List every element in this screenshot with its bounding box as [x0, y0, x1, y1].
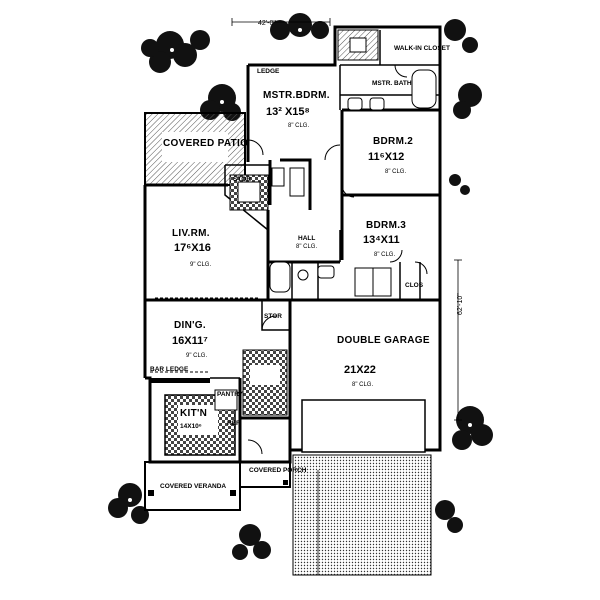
dining-size: 16X11⁷	[172, 335, 208, 347]
master-bedroom-ceiling: 8" CLG.	[288, 123, 309, 129]
bedroom-2-size: 11⁶X12	[368, 151, 404, 163]
closet-doors	[271, 167, 392, 297]
refrigerator-label: REF	[227, 420, 240, 427]
bedroom-3-ceiling: 8" CLG.	[374, 252, 395, 258]
width-dimension: 42'-0"	[258, 20, 276, 27]
depth-dimension: 62'-10"	[457, 293, 464, 315]
bar-ledge-label: BAR LEDGE	[150, 366, 189, 373]
veranda-posts	[148, 480, 288, 496]
dining-name: DIN'G.	[174, 320, 206, 331]
bath-fixtures	[269, 69, 437, 293]
dining-ceiling: 9" CLG.	[186, 353, 207, 359]
fireplace-hearth	[237, 181, 261, 203]
covered-veranda-label: COVERED VERANDA	[160, 483, 226, 490]
garage-door	[301, 399, 426, 453]
storage-1-label: STOR	[233, 176, 251, 183]
walk-in-closet-shelves	[337, 29, 379, 61]
entry-label-bg	[250, 365, 280, 385]
opening-lines	[150, 297, 260, 373]
garage-ceiling: 8" CLG.	[352, 382, 373, 388]
bedroom-2-name: BDRM.2	[373, 136, 413, 147]
covered-patio-label-bg	[162, 132, 228, 162]
kitchen-label-bg	[178, 405, 218, 435]
master-bedroom-size: 13² X15⁸	[266, 106, 310, 118]
bar-ledge-counter	[150, 378, 210, 383]
pantry-label: PANTRY	[217, 391, 244, 398]
driveway	[292, 454, 432, 576]
ledge-label: LEDGE	[257, 68, 280, 75]
storage-2-label: STOR	[264, 313, 282, 320]
hall-ceiling: 8" CLG.	[296, 244, 317, 250]
master-bedroom-name: MSTR.BDRM.	[263, 90, 330, 101]
bedroom-3-name: BDRM.3	[366, 220, 406, 231]
living-room-size: 17⁶X16	[174, 242, 211, 254]
dimension-lines	[231, 18, 462, 421]
closet-label: CLOS	[405, 282, 424, 289]
living-room-name: LIV.RM.	[172, 228, 210, 239]
master-bath-label: MSTR. BATH	[372, 80, 412, 87]
room-labels: LEDGE MSTR.BDRM. 13² X15⁸ 8" CLG. WALK-I…	[150, 45, 450, 490]
hall-label: HALL	[298, 235, 315, 242]
living-room-ceiling: 9" CLG.	[190, 262, 211, 268]
walk-in-closet-label: WALK-IN CLOSET	[394, 45, 450, 52]
kitchen-name: KIT'N	[180, 408, 207, 419]
bedroom-2-ceiling: 8" CLG.	[385, 169, 406, 175]
covered-porch-label: COVERED PORCH	[249, 467, 307, 474]
pantry-box	[214, 389, 238, 411]
garage-name: DOUBLE GARAGE	[337, 335, 430, 346]
door-swings	[150, 64, 428, 455]
porch-outlines	[144, 461, 291, 511]
covered-patio-label: COVERED PATIO	[163, 138, 248, 149]
bedroom-3-size: 13⁴X11	[363, 234, 400, 246]
kitchen-size: 14X10⁶	[180, 423, 202, 430]
garage-size: 21X22	[344, 364, 376, 376]
